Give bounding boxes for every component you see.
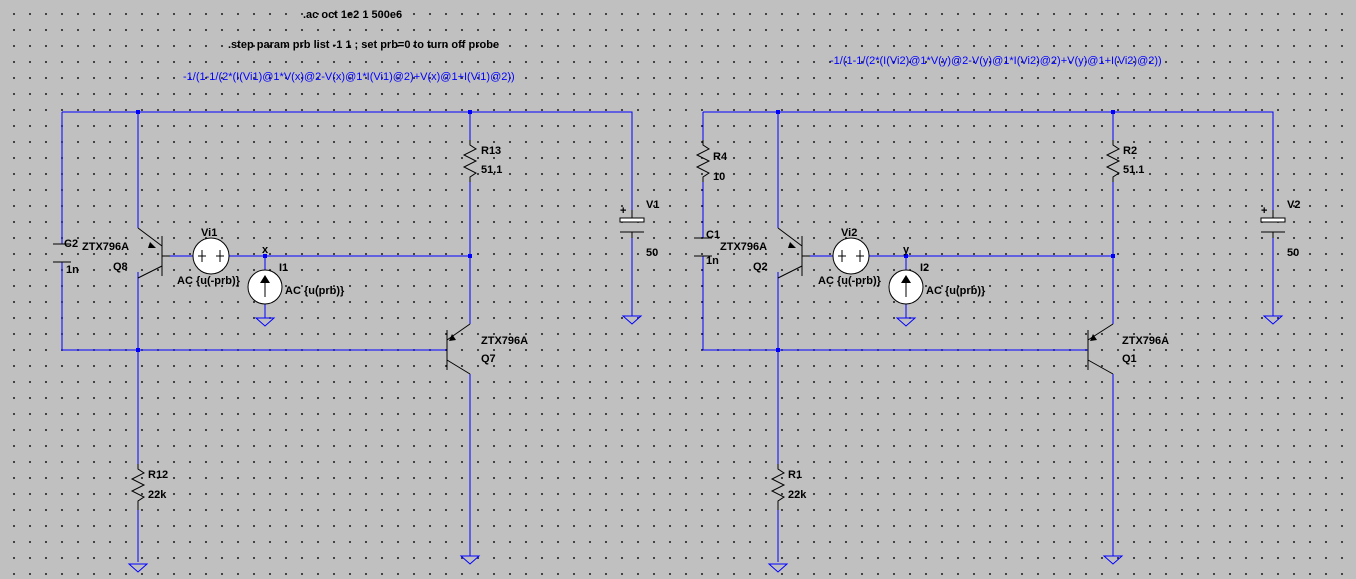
i1-value: AC {u(prb)} <box>285 285 345 297</box>
q1-name: Q1 <box>1122 353 1137 365</box>
right-circuit: R4 10 C1 1n ZTX796A Q2 Vi2 AC {u(-prb)} … <box>694 110 1300 573</box>
net-label-y: y <box>903 244 910 256</box>
v1-name: V1 <box>646 199 659 211</box>
q7-model: ZTX796A <box>481 335 528 347</box>
i2-value: AC {u(prb)} <box>926 285 986 297</box>
left-circuit: C2 1n ZTX796A Q8 Vi1 AC {u(-prb)} x I1 A… <box>53 110 659 573</box>
current-source-i2[interactable]: I2 AC {u(prb)} <box>888 262 986 305</box>
resistor-r2[interactable]: R2 51.1 <box>1105 140 1144 182</box>
ac-directive[interactable]: .ac oct 1e2 1 500e6 <box>303 9 402 21</box>
resistor-r1[interactable]: R1 22k <box>770 464 807 510</box>
resistor-r12[interactable]: R12 22k <box>130 464 168 510</box>
q7-name: Q7 <box>481 353 496 365</box>
transistor-q2[interactable]: ZTX796A Q2 <box>720 227 810 279</box>
c2-name: C2 <box>64 238 78 250</box>
junction <box>776 348 780 352</box>
r12-name: R12 <box>148 469 168 481</box>
transistor-q1[interactable]: ZTX796A Q1 <box>1087 323 1169 375</box>
r2-name: R2 <box>1123 145 1137 157</box>
ground-icon <box>254 317 276 327</box>
voltage-source-vi2[interactable]: Vi2 AC {u(-prb)} <box>818 227 882 287</box>
ground-icon <box>459 555 481 565</box>
q8-name: Q8 <box>113 261 128 273</box>
junction <box>468 110 472 114</box>
v2-name: V2 <box>1287 199 1300 211</box>
resistor-r13[interactable]: R13 51.1 <box>462 140 502 182</box>
junction <box>904 254 908 258</box>
net-label-x: x <box>262 244 269 256</box>
ground-icon <box>621 315 643 325</box>
vi2-value: AC {u(-prb)} <box>818 275 882 287</box>
q2-name: Q2 <box>753 261 768 273</box>
junction <box>776 110 780 114</box>
r4-name: R4 <box>713 151 728 163</box>
v2-plus: + <box>1261 205 1267 217</box>
ground-icon <box>767 563 789 573</box>
v1-value: 50 <box>646 247 658 259</box>
expression-left[interactable]: -1/(1-1/(2*(I(Vi1)@1*V(x)@2-V(x)@1*I(Vi1… <box>183 71 515 83</box>
resistor-r4[interactable]: R4 10 <box>695 140 728 183</box>
voltage-source-vi1[interactable]: Vi1 AC {u(-prb)} <box>177 227 241 287</box>
current-source-i1[interactable]: I1 AC {u(prb)} <box>247 262 345 305</box>
c1-value: 1n <box>706 255 719 267</box>
r12-value: 22k <box>148 489 167 501</box>
battery-v1[interactable]: + V1 50 <box>619 199 659 259</box>
step-directive[interactable]: .step param prb list -1 1 ; set prb=0 to… <box>228 39 499 51</box>
i1-name: I1 <box>279 262 288 274</box>
expression-right[interactable]: -1/(1-1/(2*(I(Vi2)@1*V(y)@2-V(y)@1*I(Vi2… <box>830 55 1162 67</box>
vi2-name: Vi2 <box>841 227 857 239</box>
v1-plus: + <box>620 205 626 217</box>
ground-icon <box>1102 555 1124 565</box>
r4-value: 10 <box>713 171 725 183</box>
ground-icon <box>895 317 917 327</box>
capacitor-c1[interactable]: C1 1n <box>694 229 720 267</box>
junction <box>1111 254 1115 258</box>
ground-icon <box>127 563 149 573</box>
battery-v2[interactable]: + V2 50 <box>1260 199 1300 259</box>
vi1-name: Vi1 <box>201 227 217 239</box>
left-wires <box>61 111 633 562</box>
junction <box>136 348 140 352</box>
capacitor-c2[interactable]: C2 1n <box>53 238 79 276</box>
r13-name: R13 <box>481 145 501 157</box>
q1-model: ZTX796A <box>1122 335 1169 347</box>
junction <box>468 254 472 258</box>
transistor-q8[interactable]: ZTX796A Q8 <box>82 227 170 279</box>
r13-value: 51.1 <box>481 164 502 176</box>
transistor-q7[interactable]: ZTX796A Q7 <box>446 323 528 375</box>
c1-name: C1 <box>706 229 720 241</box>
r2-value: 51.1 <box>1123 164 1144 176</box>
vi1-value: AC {u(-prb)} <box>177 275 241 287</box>
i2-name: I2 <box>920 262 929 274</box>
junction <box>263 254 267 258</box>
ground-icon <box>1262 315 1284 325</box>
c2-value: 1n <box>66 264 79 276</box>
junction <box>136 110 140 114</box>
v2-value: 50 <box>1287 247 1299 259</box>
q8-model: ZTX796A <box>82 241 129 253</box>
junction <box>1111 110 1115 114</box>
q2-model: ZTX796A <box>720 241 767 253</box>
r1-value: 22k <box>788 489 807 501</box>
r1-name: R1 <box>788 469 802 481</box>
